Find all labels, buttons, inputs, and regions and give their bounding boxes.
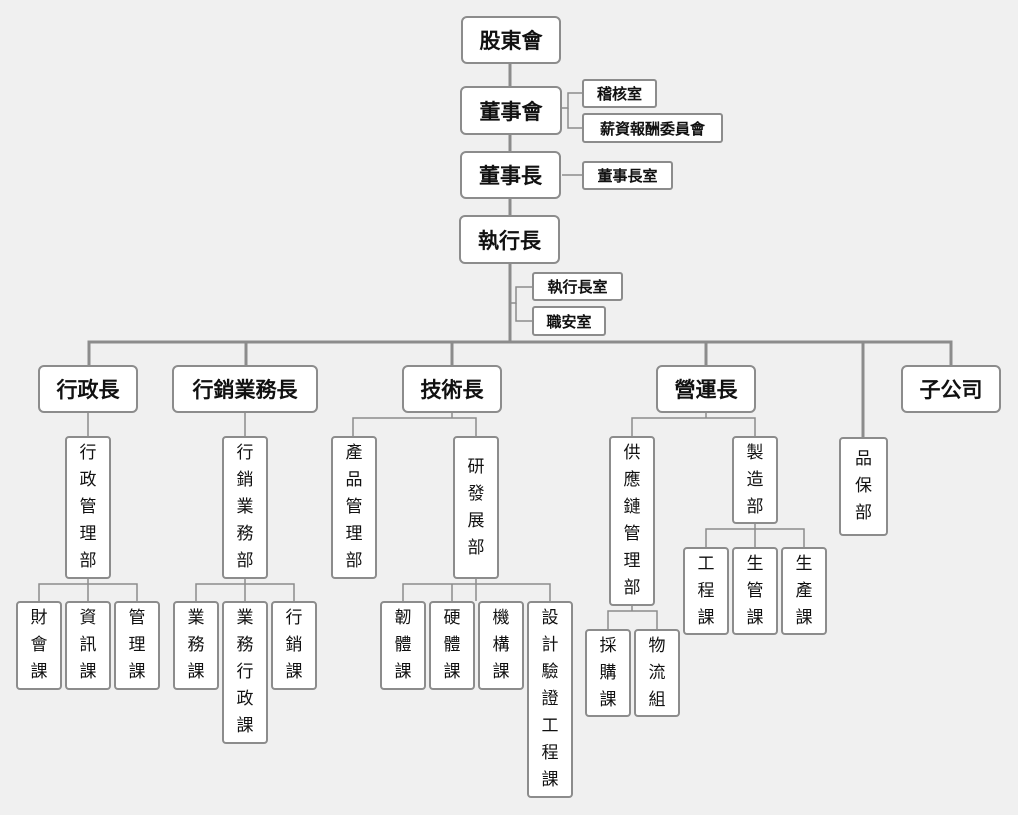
ceo-office-node: 執行長室	[532, 272, 623, 301]
sales-admin-label: 業務行政課	[236, 608, 254, 736]
chairman-node: 董事長	[460, 151, 561, 199]
safety-office-label: 職安室	[546, 312, 592, 331]
tech-chief-node: 技術長	[402, 365, 502, 413]
board-label: 董事會	[479, 99, 543, 124]
mechanism-node: 機構課	[478, 601, 524, 690]
connector-board-branch-2	[567, 108, 582, 129]
chairman-office-node: 董事長室	[582, 161, 673, 190]
sales-node: 業務課	[173, 601, 219, 690]
procurement-node: 採購課	[585, 629, 631, 717]
finance-label: 財會課	[30, 608, 48, 682]
production-node: 生產課	[781, 547, 827, 635]
safety-office-node: 職安室	[532, 306, 606, 336]
product-dept-label: 產品管理部	[345, 443, 363, 571]
management-label: 管理課	[128, 608, 146, 682]
logistics-label: 物流組	[648, 635, 666, 710]
hardware-label: 硬體課	[443, 608, 461, 682]
finance-node: 財會課	[16, 601, 62, 690]
connector-board-branch	[562, 92, 582, 109]
marketing-dept-label: 行銷業務部	[236, 443, 254, 571]
procurement-label: 採購課	[599, 635, 617, 710]
management-node: 管理課	[114, 601, 160, 690]
connector-ceo-branch-2	[515, 303, 532, 322]
compensation-node: 薪資報酬委員會	[582, 113, 723, 143]
it-label: 資訊課	[79, 608, 97, 682]
hardware-node: 硬體課	[429, 601, 475, 690]
engineering-label: 工程課	[697, 553, 715, 628]
shareholders-label: 股東會	[479, 29, 543, 53]
compensation-label: 薪資報酬委員會	[599, 119, 705, 138]
admin-chief-node: 行政長	[38, 365, 138, 413]
connector-ceo-branch	[510, 286, 532, 304]
production-label: 生產課	[795, 553, 813, 628]
rd-dept-label: 研發展部	[467, 456, 485, 558]
production-control-label: 生管課	[746, 553, 764, 628]
subsidiary-label: 子公司	[919, 378, 983, 402]
chairman-office-label: 董事長室	[597, 167, 658, 185]
ceo-office-label: 執行長室	[547, 278, 608, 296]
subsidiary-node: 子公司	[901, 365, 1001, 413]
product-dept-node: 產品管理部	[331, 436, 377, 579]
rd-dept-node: 研發展部	[453, 436, 499, 579]
supply-chain-dept-node: 供應鏈管理部	[609, 436, 655, 606]
ceo-node: 執行長	[459, 215, 560, 264]
admin-dept-node: 行政管理部	[65, 436, 111, 579]
connector-supply-bus	[607, 610, 658, 629]
manufacturing-dept-label: 製造部	[746, 442, 764, 517]
firmware-label: 韌體課	[394, 608, 412, 682]
connector-ops-bus	[631, 417, 756, 436]
marketing-section-label: 行銷課	[285, 608, 303, 682]
tech-chief-label: 技術長	[420, 378, 484, 402]
manufacturing-dept-node: 製造部	[732, 436, 778, 524]
sales-admin-node: 業務行政課	[222, 601, 268, 744]
marketing-chief-label: 行銷業務長	[192, 378, 298, 402]
qa-dept-label: 品保部	[855, 449, 872, 523]
qa-dept-node: 品保部	[839, 437, 888, 536]
admin-dept-label: 行政管理部	[79, 443, 97, 571]
design-verification-label: 設計驗證工程課	[541, 608, 559, 790]
marketing-dept-node: 行銷業務部	[222, 436, 268, 579]
connector-top-bus	[87, 340, 953, 365]
connector-tech-bus	[352, 417, 477, 436]
admin-chief-label: 行政長	[56, 378, 120, 402]
sales-label: 業務課	[187, 608, 205, 682]
it-node: 資訊課	[65, 601, 111, 690]
chairman-label: 董事長	[479, 164, 542, 188]
audit-label: 稽核室	[596, 85, 642, 103]
ops-chief-label: 營運長	[674, 378, 738, 402]
marketing-section-node: 行銷課	[271, 601, 317, 690]
ceo-label: 執行長	[478, 228, 541, 253]
firmware-node: 韌體課	[380, 601, 426, 690]
production-control-node: 生管課	[732, 547, 778, 635]
mechanism-label: 機構課	[492, 608, 510, 682]
logistics-node: 物流組	[634, 629, 680, 717]
board-node: 董事會	[460, 86, 562, 135]
design-verification-node: 設計驗證工程課	[527, 601, 573, 798]
audit-node: 稽核室	[582, 79, 657, 108]
supply-chain-dept-label: 供應鏈管理部	[623, 443, 641, 598]
shareholders-node: 股東會	[461, 16, 561, 64]
ops-chief-node: 營運長	[656, 365, 756, 413]
marketing-chief-node: 行銷業務長	[172, 365, 318, 413]
engineering-node: 工程課	[683, 547, 729, 635]
